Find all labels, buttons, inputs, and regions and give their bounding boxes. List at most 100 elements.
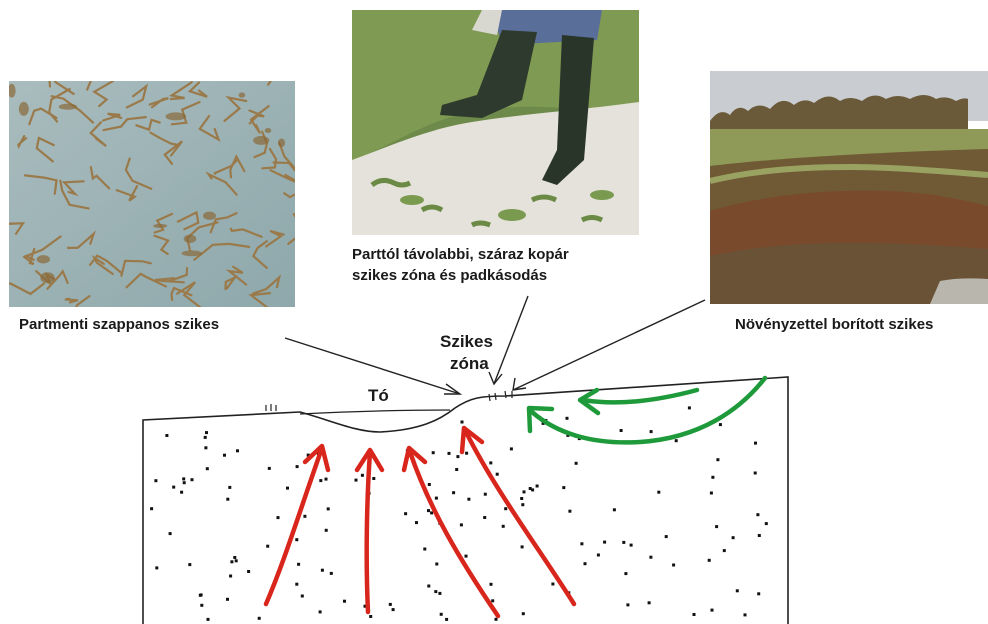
soil-dot [731,536,735,540]
lake-label: Tó [368,386,389,405]
soil-dot [501,524,505,528]
upward-arrow-2 [364,449,373,615]
soil-dot [465,451,469,455]
pointer-line-vegetated [512,299,706,391]
lateral-arrow-lower [529,375,768,445]
soil-dot [456,455,460,459]
soil-dot [165,434,169,437]
upward-arrow-1-head [302,443,331,473]
soil-dot [757,592,761,596]
soil-dot [447,451,451,455]
upward-arrow-2-head [354,447,385,473]
upward-arrow-3 [407,449,501,619]
pointer-arrowhead-soapy [444,383,463,395]
soil-dot [206,617,210,621]
soil-dot [603,540,607,544]
caption-barren-saline-line-2: szikes zóna és padkásodás [352,267,548,284]
soil-dot [150,507,154,511]
soil-dot [372,477,376,480]
soil-dot [188,563,192,567]
soil-dot [647,601,651,605]
soil-dot [460,420,464,424]
saline-zone-label: Szikes zóna [440,331,493,375]
soil-dot [565,416,569,420]
soil-dot [200,603,204,607]
grass-tufts [265,390,513,411]
soil-dot [692,613,696,616]
soil-dot [528,487,532,490]
soil-dot [423,547,427,551]
soil-dot [319,479,323,483]
soil-dot [464,554,468,558]
soil-dot [388,602,392,606]
photo-soapy-saline [9,81,295,307]
soil-dot [521,503,525,507]
soil-dot [657,490,661,494]
soil-dot [743,613,747,617]
soil-dot [649,430,653,434]
soil-dot [430,511,434,515]
soil-dot [182,477,186,481]
soil-dot [182,481,186,485]
soil-dot [718,423,722,427]
soil-dot [154,479,158,483]
soil-dot [295,465,299,469]
soil-dot [369,615,373,618]
soil-dot [445,617,449,621]
soil-dot [467,497,471,501]
soil-dot [710,608,714,612]
soil-dot [711,475,715,479]
soil-dot [297,562,301,566]
lateral-arrow-lower-head [526,405,555,434]
cross-section-outline [142,376,789,624]
soil-dot [664,535,668,539]
pointer-line-soapy [284,337,461,395]
upward-arrow-1 [263,445,325,607]
soil-dot [596,553,600,557]
soil-dot [491,599,495,603]
soil-dot [168,532,172,536]
soil-dot [427,584,431,588]
soil-dot [753,471,757,475]
soil-dot [574,461,578,465]
pointer-arrowhead-vegetated [512,377,527,391]
soil-dot [233,556,237,559]
soil-dot [722,549,726,553]
soil-dot [580,542,584,546]
soil-dot [612,508,616,512]
lateral-arrow-upper-head [577,387,601,416]
lateral-arrow-upper [580,387,700,405]
soil-dot [415,521,418,525]
soil-dot [226,497,230,501]
soil-dot [495,472,499,476]
soil-dots [150,406,768,621]
soil-dot [226,597,229,601]
soil-dot [483,492,487,496]
soil-dot [709,491,713,495]
soil-dot [504,507,508,511]
soil-dot [764,522,768,526]
soil-dot [306,453,310,457]
soil-dot [583,562,587,566]
soil-dot [267,466,271,470]
soil-dot [155,566,159,570]
soil-dot [247,570,251,573]
soil-dot [756,513,760,517]
soil-dot [715,525,719,529]
soil-dot [223,453,226,457]
soil-dot [483,516,487,519]
soil-dot [286,486,289,490]
soil-dot [521,612,525,616]
soil-dot [754,441,757,445]
soil-dot [674,439,678,443]
soil-dot [757,534,761,537]
soil-dot [172,485,176,489]
soil-dot [300,594,304,598]
soil-dot [455,468,459,471]
upward-arrow-3-head [401,445,428,473]
pointer-arrowhead-zone [488,371,503,386]
soil-dot [551,582,555,586]
soil-dot [622,540,626,544]
soil-dot [707,558,711,562]
